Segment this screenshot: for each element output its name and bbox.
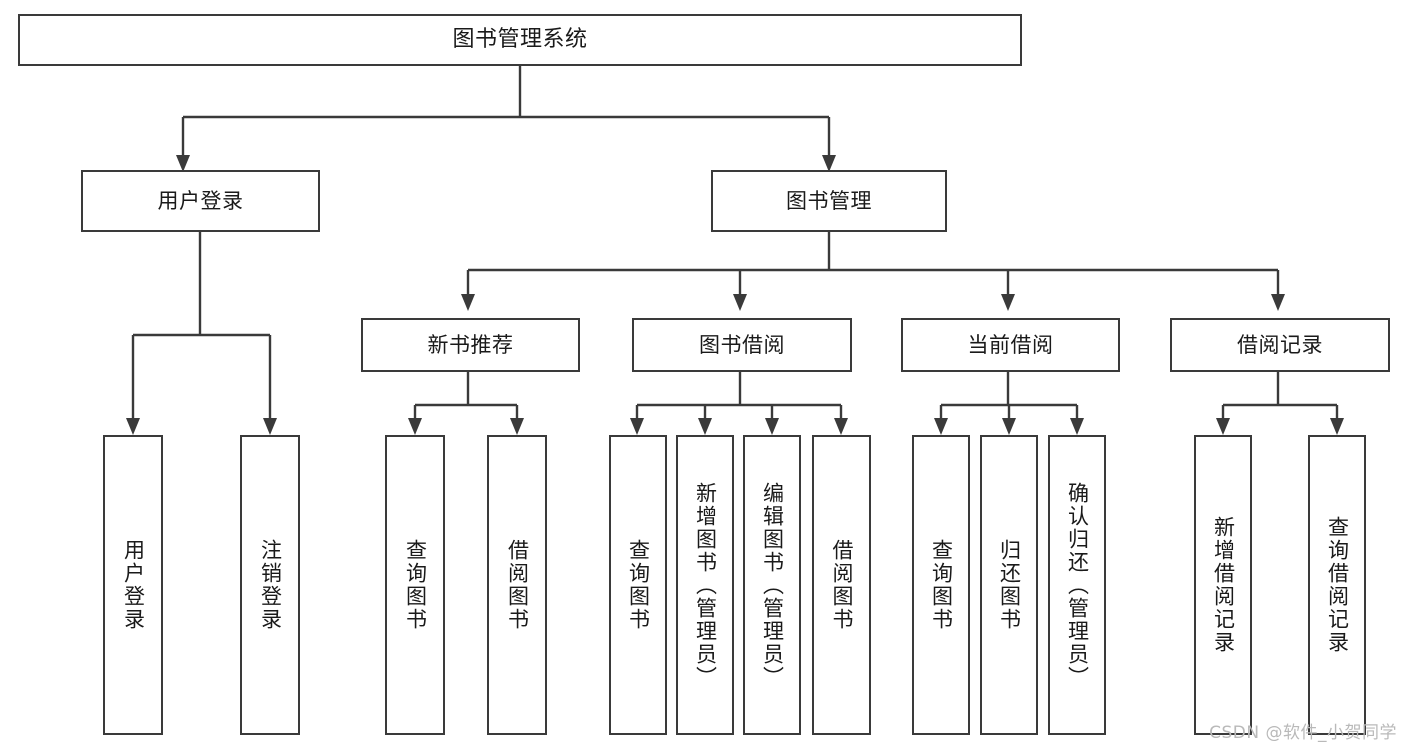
node-label: 图书管理系统 <box>452 27 588 53</box>
node-label: 归还图书 <box>997 539 1022 631</box>
arrow-new-book-to-leaf-1 <box>408 418 422 435</box>
node-label: 借阅图书 <box>505 539 530 631</box>
node-label: 确认归还（管理员） <box>1065 481 1090 689</box>
leaf-borrow-record-add[interactable]: 新增借阅记录 <box>1194 435 1252 735</box>
node-label: 注销登录 <box>258 539 283 631</box>
node-user-login[interactable]: 用户登录 <box>81 170 320 232</box>
arrow-book-manage-to-new-book <box>461 294 475 311</box>
leaf-current-borrow-confirm-return[interactable]: 确认归还（管理员） <box>1048 435 1106 735</box>
arrow-borrow-to-leaf-2 <box>698 418 712 435</box>
node-label: 用户登录 <box>157 188 244 213</box>
arrow-borrow-to-leaf-1 <box>630 418 644 435</box>
leaf-user-login-logout[interactable]: 注销登录 <box>240 435 300 735</box>
leaf-user-login-login[interactable]: 用户登录 <box>103 435 163 735</box>
leaf-new-book-borrow[interactable]: 借阅图书 <box>487 435 547 735</box>
arrow-record-to-leaf-1 <box>1216 418 1230 435</box>
node-label: 查询图书 <box>929 539 954 631</box>
arrow-borrow-to-leaf-3 <box>765 418 779 435</box>
leaf-borrow-record-query[interactable]: 查询借阅记录 <box>1308 435 1366 735</box>
leaf-current-borrow-return[interactable]: 归还图书 <box>980 435 1038 735</box>
node-label: 查询图书 <box>403 539 428 631</box>
arrow-user-login-to-leaf-1 <box>126 418 140 435</box>
arrow-current-to-leaf-3 <box>1070 418 1084 435</box>
node-label: 图书借阅 <box>699 332 785 357</box>
leaf-book-borrow-edit[interactable]: 编辑图书（管理员） <box>743 435 801 735</box>
node-new-book-recommend[interactable]: 新书推荐 <box>361 318 580 372</box>
leaf-current-borrow-query[interactable]: 查询图书 <box>912 435 970 735</box>
node-label: 借阅图书 <box>830 539 854 631</box>
watermark: CSDN @软件_小贺同学 <box>1209 723 1397 743</box>
arrow-book-manage-to-record <box>1271 294 1285 311</box>
node-label: 查询图书 <box>626 539 651 631</box>
node-borrow-record[interactable]: 借阅记录 <box>1170 318 1390 372</box>
node-label: 新书推荐 <box>427 332 514 357</box>
node-label: 图书管理 <box>786 188 872 213</box>
arrow-new-book-to-leaf-2 <box>510 418 524 435</box>
node-book-borrow[interactable]: 图书借阅 <box>632 318 852 372</box>
node-root-book-management-system[interactable]: 图书管理系统 <box>18 14 1022 66</box>
arrow-book-manage-to-borrow <box>733 294 747 311</box>
node-label: 当前借阅 <box>967 332 1054 357</box>
node-label: 编辑图书（管理员） <box>760 481 785 689</box>
node-current-borrow[interactable]: 当前借阅 <box>901 318 1120 372</box>
leaf-book-borrow-add[interactable]: 新增图书（管理员） <box>676 435 734 735</box>
node-label: 新增图书（管理员） <box>693 481 718 689</box>
leaf-book-borrow-query[interactable]: 查询图书 <box>609 435 667 735</box>
arrow-borrow-to-leaf-4 <box>834 418 848 435</box>
leaf-new-book-query[interactable]: 查询图书 <box>385 435 445 735</box>
arrow-user-login-to-leaf-2 <box>263 418 277 435</box>
node-label: 查询借阅记录 <box>1325 516 1350 654</box>
arrow-current-to-leaf-2 <box>1002 418 1016 435</box>
leaf-book-borrow-borrow[interactable]: 借阅图书 <box>812 435 871 735</box>
node-label: 用户登录 <box>121 539 146 631</box>
node-label: 新增借阅记录 <box>1211 516 1236 654</box>
node-book-management[interactable]: 图书管理 <box>711 170 947 232</box>
node-label: 借阅记录 <box>1237 332 1323 357</box>
arrow-current-to-leaf-1 <box>934 418 948 435</box>
arrow-book-manage-to-current <box>1001 294 1015 311</box>
arrow-record-to-leaf-2 <box>1330 418 1344 435</box>
